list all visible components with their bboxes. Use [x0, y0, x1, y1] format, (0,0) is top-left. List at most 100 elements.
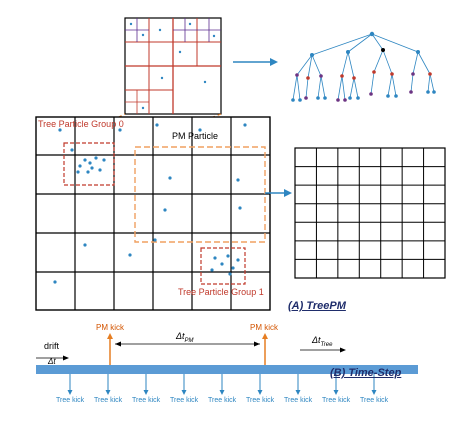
tree-edge: [429, 73, 435, 93]
particle: [226, 254, 230, 258]
tree-root-node: [369, 31, 375, 37]
tree-leaf-node: [394, 94, 398, 98]
tree-edge: [337, 75, 343, 101]
particle: [128, 253, 132, 257]
tree-kick-label: Tree kick: [94, 397, 123, 404]
pm-mesh: [294, 147, 446, 279]
tree-leaf-node: [409, 90, 413, 94]
particle: [88, 161, 92, 165]
tree-kick-arrowhead: [67, 390, 73, 395]
particle: [236, 258, 240, 262]
caption-time-step: (B) Time-Step: [330, 367, 402, 379]
tree-leaf-node: [426, 90, 430, 94]
particle: [98, 168, 102, 172]
tree-kick-label: Tree kick: [208, 397, 237, 404]
pm-particle-label: PM Particle: [172, 131, 219, 141]
tree-edge: [341, 51, 349, 77]
tree-edge: [412, 51, 419, 75]
tree-node: [319, 74, 323, 78]
particle: [210, 268, 214, 272]
tree-leaf-node: [356, 96, 360, 100]
delta-t-tree-label: ΔtTree: [312, 335, 333, 348]
particle: [163, 208, 167, 212]
tree-leaf-node: [304, 96, 308, 100]
pm-region: [134, 146, 266, 243]
tree-kick-label: Tree kick: [170, 397, 199, 404]
tree-structure: [291, 31, 436, 102]
tree-edge: [370, 71, 375, 95]
tree-node: [411, 72, 415, 76]
simulation-box: [35, 116, 271, 311]
tree-kick-arrowhead: [181, 390, 187, 395]
tree-edge: [349, 77, 355, 99]
tree-edge: [320, 75, 326, 99]
tree-kick-label: Tree kick: [132, 397, 161, 404]
particle: [102, 158, 106, 162]
particle: [58, 128, 62, 132]
tree-leaf-node: [316, 96, 320, 100]
tree-edge: [410, 73, 414, 93]
tree-kick-arrowhead: [295, 390, 301, 395]
tree-kick-arrowhead: [143, 390, 149, 395]
tree-node: [306, 76, 310, 80]
particle: [198, 128, 202, 132]
inset-to-tree-arrow: [233, 58, 278, 66]
particle: [168, 176, 172, 180]
drift-label: drift: [44, 341, 60, 351]
tree-node: [340, 74, 344, 78]
tree-kick-arrowhead: [257, 390, 263, 395]
octree-inset: [124, 17, 222, 115]
tree-leaf-node: [323, 96, 327, 100]
tree-edge: [353, 77, 359, 99]
tree-kick-arrowhead: [219, 390, 225, 395]
particle: [94, 156, 98, 160]
particle: [231, 266, 235, 270]
tree-particle-group-0-label: Tree Particle Group 0: [38, 119, 124, 129]
particle: [213, 256, 217, 260]
tree-edge: [373, 49, 384, 73]
tree-kick-label: Tree kick: [322, 397, 351, 404]
tree-edge: [341, 75, 346, 101]
tree-node: [346, 50, 350, 54]
particle: [70, 148, 74, 152]
particle: [83, 158, 87, 162]
tree-node: [352, 76, 356, 80]
tree-node: [428, 72, 432, 76]
tree-edge: [311, 54, 322, 77]
tree-leaf-node: [298, 98, 302, 102]
particle: [86, 170, 90, 174]
tree-kick-arrowhead: [333, 390, 339, 395]
particle: [243, 123, 247, 127]
tree-leaf-node: [369, 92, 373, 96]
tree-node: [416, 50, 420, 54]
tree-edge: [307, 54, 313, 79]
box-to-mesh-arrow: [265, 189, 292, 197]
tree-leaf-node: [432, 90, 436, 94]
tree-node: [381, 48, 385, 52]
tree-node: [295, 73, 299, 77]
tree-edge: [296, 74, 301, 101]
tree-node: [310, 53, 314, 57]
tree-edge: [427, 73, 431, 93]
tree-edge: [417, 51, 431, 75]
particle: [76, 170, 80, 174]
tree-leaf-node: [291, 98, 295, 102]
tree-kick-arrowhead: [371, 390, 377, 395]
tree-edge: [387, 73, 393, 97]
tree-group-0: [63, 142, 115, 186]
tree-edge: [347, 33, 373, 53]
tree-node: [390, 72, 394, 76]
tree-kick-label: Tree kick: [246, 397, 275, 404]
tree-edge: [371, 33, 384, 51]
particle: [53, 280, 57, 284]
particle: [228, 272, 232, 276]
tree-kick-label: Tree kick: [284, 397, 313, 404]
tree-edge: [305, 77, 309, 99]
tree-leaf-node: [386, 94, 390, 98]
tree-kick-arrowhead: [105, 390, 111, 395]
particle: [78, 164, 82, 168]
delta-t-pm-label: ΔtPM: [176, 331, 194, 344]
particle: [236, 178, 240, 182]
tree-kick-label: Tree kick: [56, 397, 85, 404]
